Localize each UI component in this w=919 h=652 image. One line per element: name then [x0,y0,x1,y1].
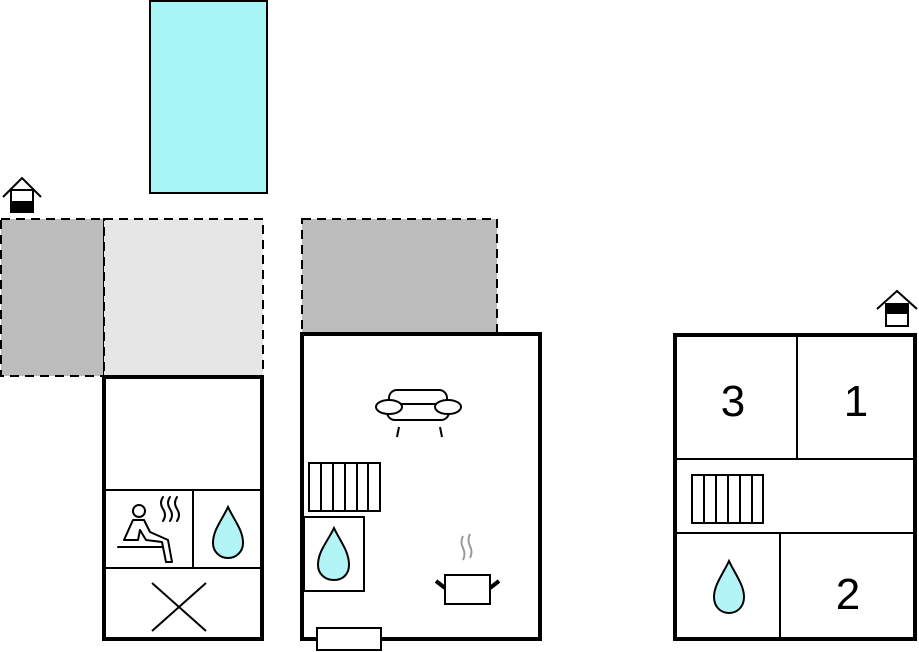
terrace-light [103,218,264,377]
cooking-pot-icon [434,533,501,605]
sauna-icon [117,496,180,563]
water-drop-icon [712,558,746,615]
terrace-dark-middle [301,218,498,335]
entrance-icon [2,176,42,213]
window-icon [316,627,382,651]
bedroom-3-label: 3 [721,377,745,426]
water-drop-icon [211,504,245,560]
x-icon [151,582,207,632]
annex-building [102,375,264,641]
entrance-icon [876,289,918,327]
terrace-dark-left [0,218,105,377]
bedroom-2-label: 2 [836,570,860,619]
sofa-icon [375,389,462,438]
stairs-icon [308,462,381,512]
water-drop-icon [316,525,351,582]
pool [149,0,268,194]
bedroom-1-label: 1 [844,377,868,426]
stairs-icon [691,474,764,524]
